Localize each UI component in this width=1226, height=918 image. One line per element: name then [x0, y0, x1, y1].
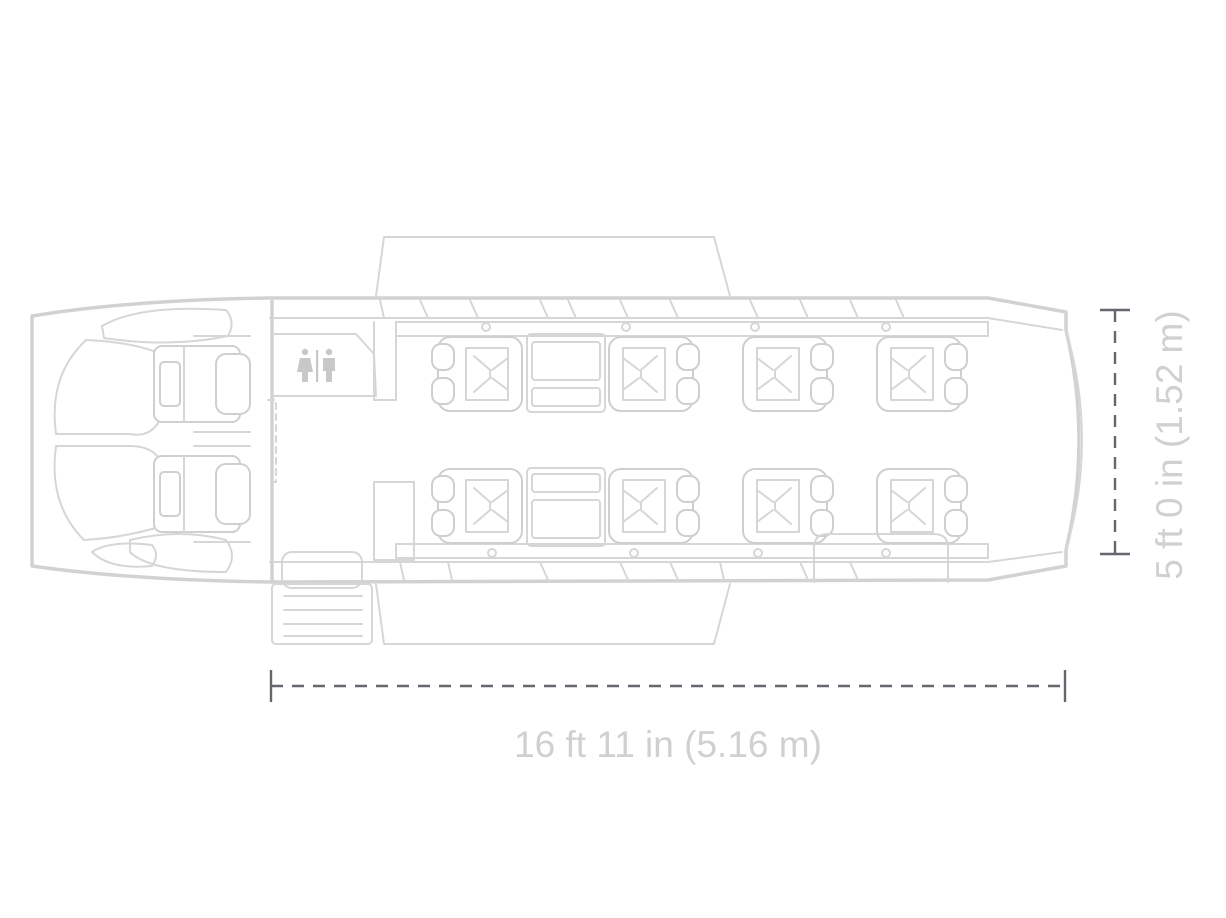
seat-lower-4	[877, 469, 967, 543]
lower-wing	[375, 583, 731, 645]
table-lower	[526, 467, 606, 547]
width-dimension	[1100, 308, 1130, 556]
width-label: 5 ft 0 in (1.52 m)	[1149, 310, 1190, 579]
seat-upper-4	[877, 337, 967, 411]
bottom-window-row	[399, 561, 859, 581]
pilot-seat-left	[153, 335, 251, 433]
cabin-inner-wall	[269, 317, 1063, 563]
upper-wing	[375, 236, 731, 297]
windshield-upper	[101, 307, 233, 344]
seat-upper-3	[743, 337, 833, 411]
seat-lower-1	[431, 468, 523, 544]
emergency-exit	[813, 533, 949, 583]
table-upper	[526, 333, 606, 413]
windshield-left-lower	[53, 445, 161, 541]
windshield-left-upper	[53, 339, 161, 436]
forward-cabinet	[373, 481, 415, 561]
length-dimension	[269, 670, 1067, 702]
length-label: 16 ft 11 in (5.16 m)	[514, 724, 822, 765]
fuselage-outline	[30, 296, 1081, 584]
top-window-row	[379, 299, 905, 319]
airstair-door	[271, 551, 373, 645]
windshield-lower	[91, 542, 157, 568]
cockpit-curtain	[267, 399, 277, 483]
lower-rail	[395, 543, 989, 559]
pilot-seat-right	[153, 445, 251, 543]
nose-cone	[1065, 329, 1083, 551]
seat-upper-1	[431, 336, 523, 412]
restroom-icon	[297, 348, 335, 382]
seat-upper-2	[609, 337, 699, 411]
seat-lower-3	[743, 469, 833, 543]
rail-lights-top	[481, 322, 891, 332]
seat-lower-2	[609, 469, 699, 543]
rail-lights-bottom	[487, 548, 891, 558]
